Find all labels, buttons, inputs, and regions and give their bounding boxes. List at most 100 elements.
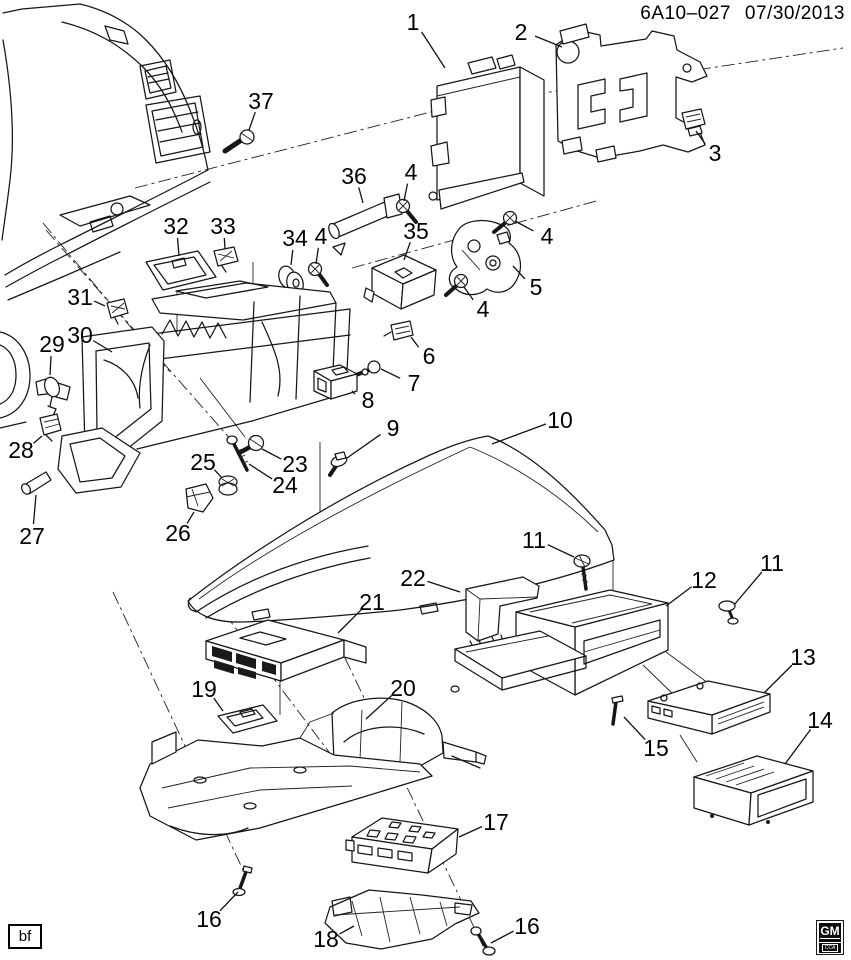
part-12-box [454, 589, 669, 696]
callout-leader-24 [248, 463, 273, 480]
callout-leader-3 [695, 130, 706, 145]
callout-label-9: 9 [387, 415, 400, 441]
callout-leader-22 [427, 580, 461, 593]
callout-leader-14 [784, 729, 812, 765]
callout-label-12: 12 [691, 567, 717, 593]
gm-logo-subtext: CCA [821, 944, 839, 952]
callout-label-10: 10 [547, 407, 573, 433]
drawing-date: 07/30/2013 [744, 3, 845, 24]
part-33-clip [213, 246, 239, 273]
part-19-pad [217, 704, 278, 734]
sheet-code: bf [18, 928, 32, 945]
callout-leader-5 [512, 265, 526, 280]
callout-label-7: 7 [408, 370, 421, 396]
callout-label-36: 36 [341, 163, 367, 189]
callout-label-11: 11 [760, 550, 784, 576]
callout-label-22: 22 [400, 565, 426, 591]
part-21-module [205, 619, 367, 682]
part-13-module [647, 680, 771, 735]
part-5-latch [448, 219, 522, 296]
part-11-screw [573, 554, 591, 591]
part-1-module [428, 54, 545, 210]
callout-label-35: 35 [403, 218, 429, 244]
callout-leader-17 [458, 825, 483, 838]
callout-label-21: 21 [359, 589, 385, 615]
construction-lines [42, 47, 844, 947]
callout-leader-4 [403, 183, 409, 202]
callout-label-26: 26 [165, 520, 191, 546]
callout-leader-36 [358, 187, 364, 204]
callout-label-27: 27 [19, 523, 45, 549]
callout-label-17: 17 [483, 809, 509, 835]
callout-label-29: 29 [39, 331, 65, 357]
part-20-bracket [139, 685, 487, 841]
part-35-module [363, 254, 437, 310]
parts-artwork [20, 23, 814, 956]
callout-leader-18 [339, 925, 355, 935]
callout-label-25: 25 [190, 449, 216, 475]
part-6-clip [383, 320, 414, 341]
callout-label-11: 11 [522, 527, 546, 553]
callout-leader-4 [463, 286, 474, 301]
part-18-cover [324, 889, 480, 950]
part-23-screw [236, 434, 265, 456]
callout-leader-1 [421, 31, 446, 69]
part-29-clip [35, 376, 71, 417]
callout-label-2: 2 [515, 19, 528, 45]
callout-leader-33 [223, 237, 226, 250]
part-28-clip [39, 413, 62, 442]
callout-label-20: 20 [390, 675, 416, 701]
part-15-screw [611, 695, 624, 726]
callout-leader-37 [248, 111, 256, 131]
part-11-pin [718, 600, 739, 625]
callout-label-32: 32 [163, 213, 189, 239]
part-25-grommet [218, 475, 238, 496]
part-32-pad [145, 250, 217, 291]
callout-leader-10 [491, 423, 547, 445]
callout-leader-7 [380, 368, 401, 379]
part-14-pocket [693, 755, 814, 826]
callout-label-15: 15 [643, 735, 669, 761]
callout-label-5: 5 [530, 274, 543, 300]
part-31-clip [106, 298, 129, 325]
callout-leader-30 [92, 340, 113, 353]
callout-leader-6 [410, 336, 420, 348]
callout-label-31: 31 [67, 284, 93, 310]
callout-label-19: 19 [191, 676, 217, 702]
vehicle-dash-sketch [0, 3, 211, 429]
callout-label-4: 4 [405, 159, 418, 185]
callout-leader-11 [547, 544, 575, 558]
callout-leader-15 [623, 716, 646, 741]
callout-label-28: 28 [8, 437, 34, 463]
part-37-screw [222, 129, 255, 154]
callout-leader-28 [33, 435, 43, 444]
callout-leader-4 [514, 220, 534, 232]
callout-leader-4 [315, 247, 320, 265]
callout-leader-9 [346, 434, 381, 459]
part-10-compartment-door [187, 435, 615, 623]
callout-label-16: 16 [514, 913, 540, 939]
callout-label-4: 4 [315, 223, 328, 249]
part-36-rod [328, 193, 403, 256]
callout-leader-2 [534, 35, 563, 48]
callout-leader-16 [490, 930, 514, 944]
part-4-screws [307, 198, 518, 297]
callout-leader-35 [403, 241, 411, 261]
callout-label-23: 23 [282, 451, 308, 477]
callout-label-37: 37 [248, 88, 274, 114]
part-8-bracket [313, 364, 358, 400]
callout-label-24: 24 [272, 472, 298, 498]
callout-leader-13 [763, 664, 793, 694]
callout-label-14: 14 [807, 707, 833, 733]
callout-label-3: 3 [709, 140, 722, 166]
callout-leader-8 [351, 390, 356, 395]
sheet-code-box: bf [8, 924, 42, 949]
callout-label-6: 6 [423, 343, 436, 369]
callout-leader-31 [93, 300, 106, 307]
gm-logo: GM CCA [816, 920, 844, 955]
callout-label-16: 16 [196, 906, 222, 932]
callout-label-8: 8 [362, 387, 375, 413]
part-26-bracket [185, 483, 214, 513]
